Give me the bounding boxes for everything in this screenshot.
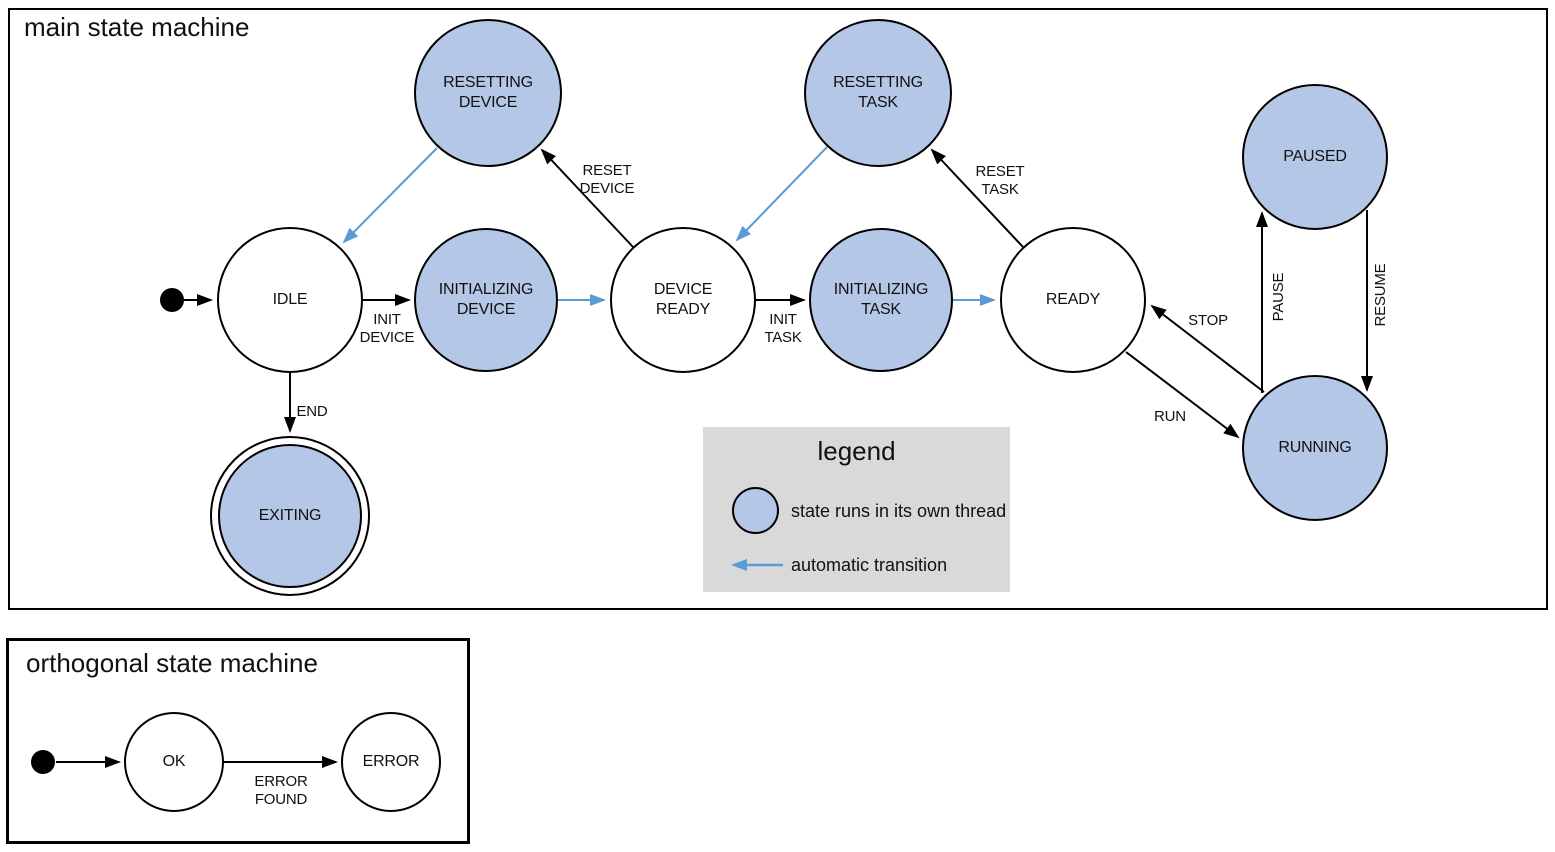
state-label: TASK bbox=[858, 94, 898, 111]
state-initializing-device: INITIALIZING DEVICE bbox=[414, 228, 558, 372]
state-label: INITIALIZING bbox=[438, 281, 534, 298]
transition-label-init-task: INIT TASK bbox=[764, 311, 802, 346]
state-label: INITIALIZING bbox=[833, 281, 929, 298]
state-label: OK bbox=[162, 753, 186, 770]
state-initializing-task: INITIALIZING TASK bbox=[809, 228, 953, 372]
initial-state-dot-main bbox=[160, 288, 184, 312]
transition-label-init-device: INIT DEVICE bbox=[359, 311, 415, 346]
state-label: RUNNING bbox=[1278, 439, 1352, 456]
transition-label-resume: RESUME bbox=[1372, 263, 1389, 327]
transition-label-reset-task: RESET TASK bbox=[975, 163, 1025, 198]
state-device-ready: DEVICE READY bbox=[610, 227, 756, 373]
orthogonal-machine-title: orthogonal state machine bbox=[26, 648, 318, 678]
state-label: ERROR bbox=[362, 753, 420, 770]
transition-label-error-found: ERROR FOUND bbox=[254, 773, 308, 808]
thread-state-swatch-icon bbox=[732, 487, 779, 534]
state-label: DEVICE bbox=[456, 301, 516, 318]
legend-thread-item-label: state runs in its own thread bbox=[791, 501, 1007, 521]
legend-auto-item-label: automatic transition bbox=[791, 555, 948, 575]
state-exiting: EXITING bbox=[218, 444, 362, 588]
transition-label-reset-device: RESET DEVICE bbox=[579, 162, 635, 197]
state-label: READY bbox=[1045, 291, 1101, 308]
state-resetting-task: RESETTING TASK bbox=[804, 19, 952, 167]
state-label: DEVICE bbox=[653, 281, 713, 298]
transition-label-stop: STOP bbox=[1188, 312, 1228, 329]
state-running: RUNNING bbox=[1242, 375, 1388, 521]
auto-transition-arrow-icon bbox=[731, 559, 783, 571]
state-label: PAUSED bbox=[1283, 148, 1347, 165]
state-error: ERROR bbox=[341, 712, 441, 812]
state-ok: OK bbox=[124, 712, 224, 812]
state-label: EXITING bbox=[258, 507, 322, 524]
state-resetting-device: RESETTING DEVICE bbox=[414, 19, 562, 167]
state-label: DEVICE bbox=[458, 94, 518, 111]
state-paused: PAUSED bbox=[1242, 84, 1388, 230]
state-idle: IDLE bbox=[217, 227, 363, 373]
transition-label-run: RUN bbox=[1154, 408, 1186, 425]
legend-title: legend bbox=[817, 436, 896, 466]
transition-label-end: END bbox=[296, 403, 328, 420]
state-label: TASK bbox=[861, 301, 901, 318]
main-machine-title: main state machine bbox=[24, 12, 250, 42]
state-label: READY bbox=[655, 301, 711, 318]
state-label: IDLE bbox=[272, 291, 308, 308]
state-ready: READY bbox=[1000, 227, 1146, 373]
state-label: RESETTING bbox=[833, 74, 923, 91]
initial-state-dot-orthogonal bbox=[31, 750, 55, 774]
transition-label-pause: PAUSE bbox=[1270, 272, 1287, 322]
legend-panel: legend state runs in its own thread auto… bbox=[703, 427, 1010, 592]
state-label: RESETTING bbox=[443, 74, 533, 91]
